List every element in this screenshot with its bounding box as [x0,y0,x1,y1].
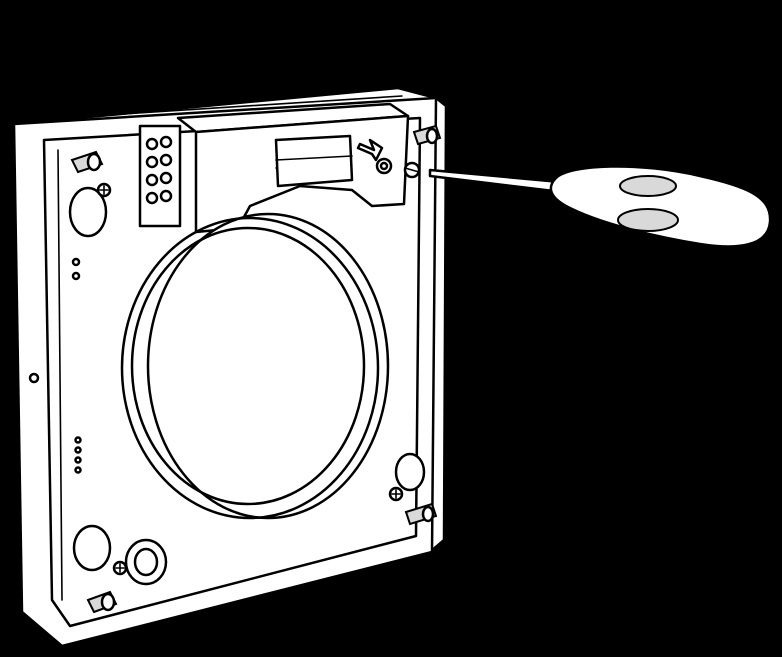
housing-recess-band [275,155,353,161]
duct-rim [120,216,380,520]
clip-tab-bottom-left [86,590,118,614]
screwdriver-icon [428,165,772,248]
screw-icon [375,157,393,175]
grommet-inner [133,547,159,577]
round-duct-opening [120,212,390,520]
housing-recess [274,134,354,188]
hole-top-left [68,186,108,238]
terminal-screws [145,135,173,205]
clip-tab-top-left [70,150,104,174]
side-hole [28,372,40,384]
plate-left-rib [57,149,63,601]
clip-tabs [70,124,442,614]
duct-outer-ring [146,212,390,520]
clip-tab-bottom-right [404,502,438,526]
screwdriver-handle [549,165,772,248]
screwdriver-shaft [428,168,564,194]
screw-icon [96,182,112,198]
plate-screws [96,157,421,576]
plate-top-detail-line [59,95,403,119]
terminal-block [138,124,182,228]
handle-grip-top [619,175,677,197]
mounting-holes [68,186,426,586]
small-dots [28,257,82,474]
hole-bottom-right [394,452,426,492]
clip-tab-top-right [412,124,442,146]
direction-arrow-icon [356,138,384,162]
duct-inner-ring [130,226,366,506]
terminal-housing [176,102,410,234]
screw-icon [112,560,128,576]
screw-icon [403,161,421,179]
hole-bottom-left [72,524,112,572]
screw-icon [388,486,404,502]
handle-grip-bottom [617,208,679,232]
